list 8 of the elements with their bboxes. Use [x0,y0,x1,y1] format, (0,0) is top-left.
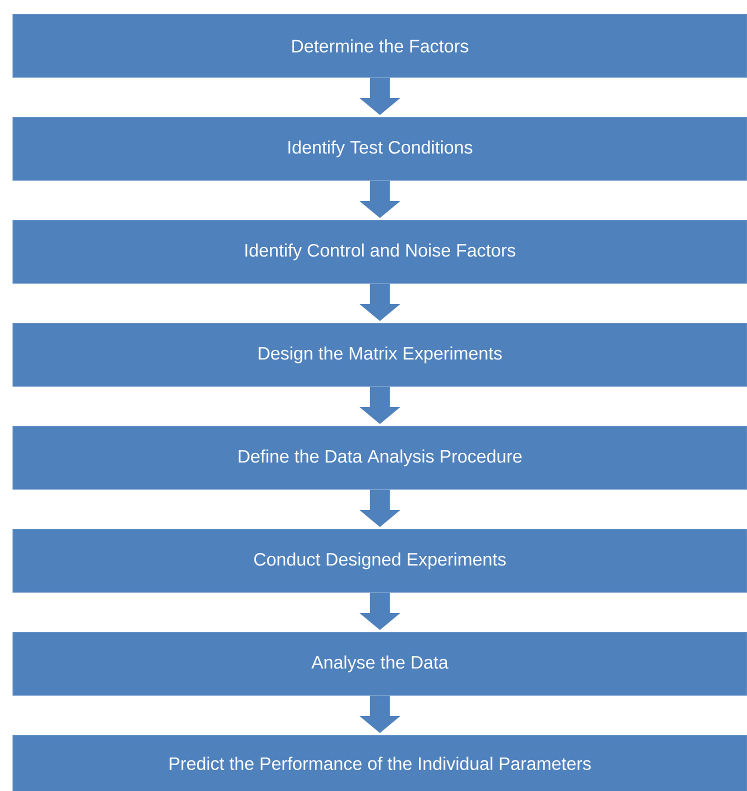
process-box: Design the Matrix Experiments [12,323,747,387]
process-box: Identify Control and Noise Factors [12,220,747,284]
process-box: Determine the Factors [12,14,747,78]
process-box: Predict the Performance of the Individual Parameters [12,735,747,791]
process-box: Conduct Designed Experiments [12,529,747,593]
process-box: Identify Test Conditions [12,117,747,181]
process-box: Analyse the Data [12,632,747,696]
process-box: Define the Data Analysis Procedure [12,426,747,490]
